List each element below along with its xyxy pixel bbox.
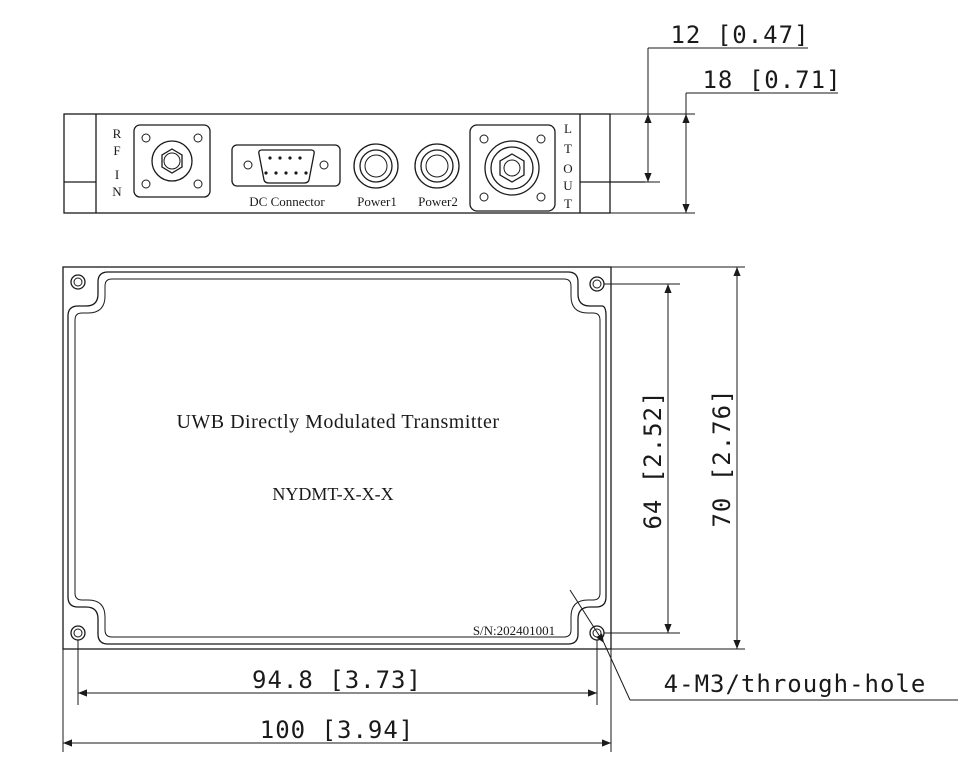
lt-out-letter-l: L xyxy=(564,121,572,136)
model-number: NYDMT-X-X-X xyxy=(272,484,393,504)
dim-18: 18 [0.71] xyxy=(682,66,841,213)
dc-connector-label: DC Connector xyxy=(249,194,325,209)
dim-18-text: 18 [0.71] xyxy=(702,66,841,94)
hole-callout: 4-M3/through-hole xyxy=(569,589,958,701)
dim-94-8: 94.8 [3.73] xyxy=(78,666,597,697)
rf-in-letter-f: F xyxy=(113,143,120,158)
hole-callout-text: 4-M3/through-hole xyxy=(664,670,927,698)
dim-70-text: 70 [2.76] xyxy=(708,388,736,527)
dim-100: 100 [3.94] xyxy=(63,716,611,747)
mounting-hole-top-right xyxy=(589,276,605,292)
rf-in-connector xyxy=(133,124,211,198)
lt-out-letter-u: U xyxy=(563,178,573,193)
lt-out-letter-o: O xyxy=(563,161,572,176)
dim-64-text: 64 [2.52] xyxy=(639,390,667,529)
power2-connector xyxy=(414,143,460,189)
mounting-hole-top-left xyxy=(70,274,86,290)
dim-94-8-text: 94.8 [3.73] xyxy=(252,666,422,694)
dim-12: 12 [0.47] xyxy=(644,21,809,182)
serial-number: S/N:202401001 xyxy=(473,623,555,638)
power1-label: Power1 xyxy=(357,194,397,209)
lid-outline xyxy=(67,271,607,645)
top-view: R F I N DC Connector Power1 Powe xyxy=(63,21,841,214)
dim-70: 70 [2.76] xyxy=(708,267,741,649)
lt-out-connector xyxy=(469,124,556,212)
power2-label: Power2 xyxy=(418,194,458,209)
rf-in-letter-i: I xyxy=(115,167,119,182)
dim-100-text: 100 [3.94] xyxy=(260,716,415,744)
housing-outline xyxy=(62,266,612,650)
dim-12-text: 12 [0.47] xyxy=(670,21,809,49)
product-title: UWB Directly Modulated Transmitter xyxy=(176,411,499,433)
lt-out-letter-t: T xyxy=(564,141,572,156)
front-view: UWB Directly Modulated Transmitter NYDMT… xyxy=(62,266,958,752)
rf-in-letter-n: N xyxy=(112,184,122,199)
lt-out-letter-t2: T xyxy=(564,196,572,211)
side-body-outline xyxy=(63,113,611,214)
rf-in-letter-r: R xyxy=(113,126,122,141)
mounting-hole-bottom-left xyxy=(70,625,86,641)
power1-connector xyxy=(353,143,399,189)
dc-connector xyxy=(231,144,341,187)
dim-64: 64 [2.52] xyxy=(639,284,672,633)
